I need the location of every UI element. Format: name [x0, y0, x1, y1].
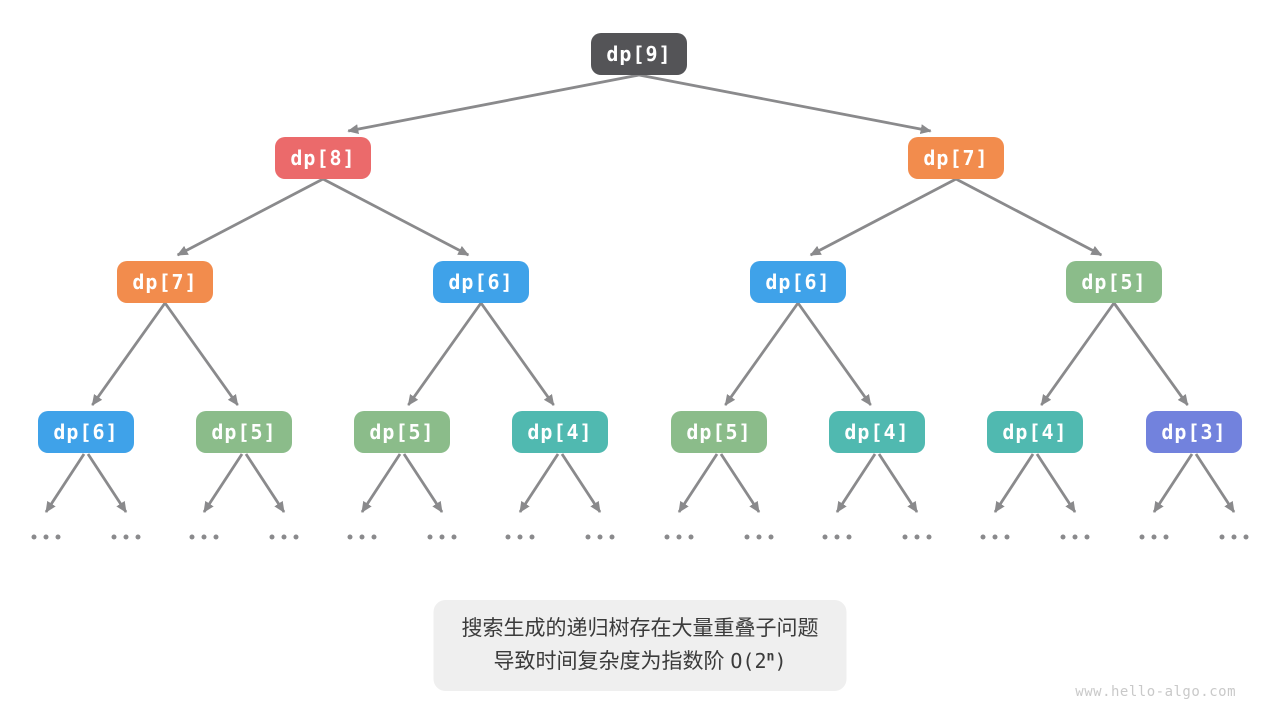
- edge-arrow: [322, 177, 470, 257]
- edge-arrow: [835, 453, 877, 513]
- caption-line1: 搜索生成的递归树存在大量重叠子问题: [461, 617, 819, 640]
- edge-arrow: [993, 453, 1035, 513]
- ellipsis: [822, 534, 852, 540]
- tree-node-n2: dp[7]: [908, 137, 1004, 179]
- edge-arrow: [560, 453, 602, 513]
- ellipsis: [427, 534, 457, 540]
- edge-arrow: [518, 453, 560, 513]
- watermark: www.hello-algo.com: [1075, 684, 1236, 700]
- edge-arrow: [44, 453, 86, 513]
- edge-arrow: [91, 302, 167, 406]
- tree-node-n9: dp[5]: [354, 411, 450, 453]
- edge-arrow: [244, 453, 286, 513]
- ellipsis: [347, 534, 377, 540]
- edge-arrow: [1152, 453, 1194, 513]
- edge-arrow: [809, 177, 957, 257]
- ellipsis: [31, 534, 61, 540]
- edge-arrow: [1112, 302, 1189, 406]
- edge-arrow: [1040, 302, 1116, 406]
- tree-node-n5: dp[6]: [750, 261, 846, 303]
- tree-node-n1: dp[8]: [275, 137, 371, 179]
- ellipsis: [902, 534, 932, 540]
- edge-arrow: [407, 302, 483, 406]
- ellipsis: [1219, 534, 1249, 540]
- tree-node-n6: dp[5]: [1066, 261, 1162, 303]
- tree-node-n7: dp[6]: [38, 411, 134, 453]
- ellipsis: [664, 534, 694, 540]
- edge-arrow: [677, 453, 719, 513]
- edge-arrow: [1035, 453, 1077, 513]
- edge-arrow: [202, 453, 244, 513]
- edge-arrow: [86, 453, 128, 513]
- tree-node-n8: dp[5]: [196, 411, 292, 453]
- tree-node-n14: dp[3]: [1146, 411, 1242, 453]
- ellipsis: [269, 534, 299, 540]
- edge-arrow: [955, 177, 1103, 257]
- edge-arrow: [360, 453, 402, 513]
- caption-line2-text: 导致时间复杂度为指数阶: [493, 649, 731, 673]
- tree-node-n0: dp[9]: [591, 33, 687, 75]
- caption-box: 搜索生成的递归树存在大量重叠子问题 导致时间复杂度为指数阶 O(2n): [433, 600, 847, 692]
- ellipsis: [585, 534, 615, 540]
- edge-arrow: [347, 73, 640, 135]
- tree-node-n3: dp[7]: [117, 261, 213, 303]
- ellipsis: [1060, 534, 1090, 540]
- complexity-formula: O(2n): [730, 648, 787, 673]
- edge-arrow: [796, 302, 872, 406]
- edge-arrow: [719, 453, 761, 513]
- edge-arrow: [877, 453, 919, 513]
- edge-arrow: [479, 302, 555, 406]
- caption-line2: 导致时间复杂度为指数阶 O(2n): [462, 646, 819, 679]
- ellipsis: [980, 534, 1010, 540]
- ellipsis: [111, 534, 141, 540]
- edge-arrow: [724, 302, 800, 406]
- tree-node-n10: dp[4]: [512, 411, 608, 453]
- ellipsis: [505, 534, 535, 540]
- tree-node-n12: dp[4]: [829, 411, 925, 453]
- edge-arrow: [402, 453, 444, 513]
- edge-arrow: [1194, 453, 1236, 513]
- ellipsis: [744, 534, 774, 540]
- tree-node-n11: dp[5]: [671, 411, 767, 453]
- edge-arrow: [176, 177, 324, 257]
- ellipsis: [189, 534, 219, 540]
- tree-node-n13: dp[4]: [987, 411, 1083, 453]
- edge-arrow: [638, 73, 932, 135]
- edge-arrow: [163, 302, 239, 406]
- ellipsis: [1139, 534, 1169, 540]
- tree-node-n4: dp[6]: [433, 261, 529, 303]
- edge-arrows: [44, 73, 1236, 513]
